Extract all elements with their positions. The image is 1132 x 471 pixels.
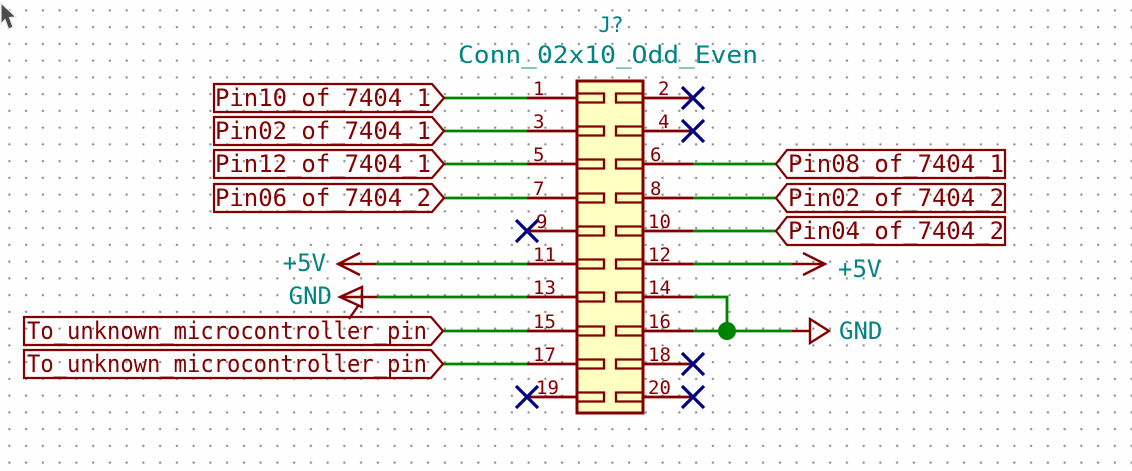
global-label[interactable]: Pin06_of_7404_2 [212,182,446,214]
pin-number: 1 [533,78,544,100]
global-label-text[interactable]: To_unknown_microcontroller_pin [27,350,427,378]
pin-number: 12 [648,244,671,266]
pin-number: 2 [658,78,669,100]
global-label[interactable]: To_unknown_microcontroller_pin [22,315,445,347]
pin-number: 14 [648,277,671,299]
no-connect-marker[interactable] [680,118,706,144]
no-connect-marker[interactable] [680,351,706,377]
pin-number: 8 [650,178,661,200]
pin-notches-left [578,92,606,403]
power-symbol-gnd-left[interactable]: GND [289,282,377,320]
global-label-text[interactable]: Pin04_of_7404_2 [788,217,1004,245]
global-label[interactable]: Pin02_of_7404_1 [212,115,446,147]
pin-number: 20 [648,377,671,399]
no-connect-marker[interactable] [680,384,706,410]
mouse-cursor-icon [0,1,18,30]
global-label-outline[interactable] [212,148,446,180]
global-label-outline[interactable] [774,215,1007,247]
global-label-text[interactable]: Pin06_of_7404_2 [215,184,431,212]
component-value[interactable]: Conn_02x10_Odd_Even [458,41,758,69]
pin-number: 16 [648,311,671,333]
global-label-outline[interactable] [774,182,1007,214]
global-label-outline[interactable] [212,115,446,147]
pin-number: 3 [533,111,544,133]
pin-number: 10 [648,211,671,233]
global-label[interactable]: Pin12_of_7404_1 [212,148,446,180]
global-label-outline[interactable] [22,348,445,380]
junction-dot[interactable] [718,322,736,340]
power-arrow-left-icon[interactable] [335,251,376,277]
power-symbol-gnd-right[interactable]: GND [792,316,882,346]
no-connect-marker[interactable] [680,85,706,111]
wires-left[interactable] [376,96,527,366]
global-label[interactable]: Pin10_of_7404_1 [212,82,446,114]
pin-number: 4 [658,111,669,133]
global-label-text[interactable]: Pin10_of_7404_1 [215,84,431,112]
global-label-text[interactable]: To_unknown_microcontroller_pin [27,317,427,345]
global-label-text[interactable]: Pin02_of_7404_1 [215,117,431,145]
pin-number: 13 [533,277,556,299]
global-label-text[interactable]: Pin02_of_7404_2 [788,184,1004,212]
pin-lines-left[interactable] [527,96,577,399]
global-label[interactable]: Pin04_of_7404_2 [774,215,1007,247]
pin-number: 18 [648,344,671,366]
global-label-outline[interactable] [212,182,446,214]
connector-body[interactable] [575,79,645,415]
global-label-text[interactable]: Pin08_of_7404_1 [788,150,1004,178]
global-label-outline[interactable] [212,82,446,114]
power-label-text[interactable]: +5V [838,255,881,283]
power-label-text[interactable]: GND [289,282,332,310]
component-reference[interactable]: J? [598,13,623,37]
pin-lines-right[interactable] [643,96,693,399]
pin-number: 5 [533,144,544,166]
global-label[interactable]: Pin08_of_7404_1 [774,148,1007,180]
no-connect-marker[interactable] [514,384,540,410]
no-connect-marker[interactable] [514,218,540,244]
gnd-triangle-right-icon[interactable] [792,316,832,346]
power-label-text[interactable]: +5V [283,249,326,277]
pin-number: 6 [650,144,661,166]
connector-symbol[interactable]: 1 3 5 7 9 11 13 15 17 19 2 4 6 8 10 12 1… [458,13,758,415]
wires-right[interactable] [693,162,792,333]
pin-notches-right [614,92,642,403]
global-label[interactable]: Pin02_of_7404_2 [774,182,1007,214]
global-label[interactable]: To_unknown_microcontroller_pin [22,348,445,380]
power-symbol-plus5v-right[interactable]: +5V [792,251,881,283]
global-label-outline[interactable] [22,315,445,347]
power-arrow-right-icon[interactable] [792,251,828,277]
pin-number: 9 [536,211,547,233]
global-label-outline[interactable] [774,148,1007,180]
pin-number: 19 [536,377,559,399]
power-symbol-plus5v-left[interactable]: +5V [283,249,376,277]
pin-number: 11 [533,244,556,266]
power-label-text[interactable]: GND [839,317,882,345]
pin-number: 17 [533,344,556,366]
pin-number: 7 [533,178,544,200]
pin-number: 15 [533,311,556,333]
global-label-text[interactable]: Pin12_of_7404_1 [215,150,431,178]
gnd-triangle-left-icon[interactable] [337,285,377,320]
